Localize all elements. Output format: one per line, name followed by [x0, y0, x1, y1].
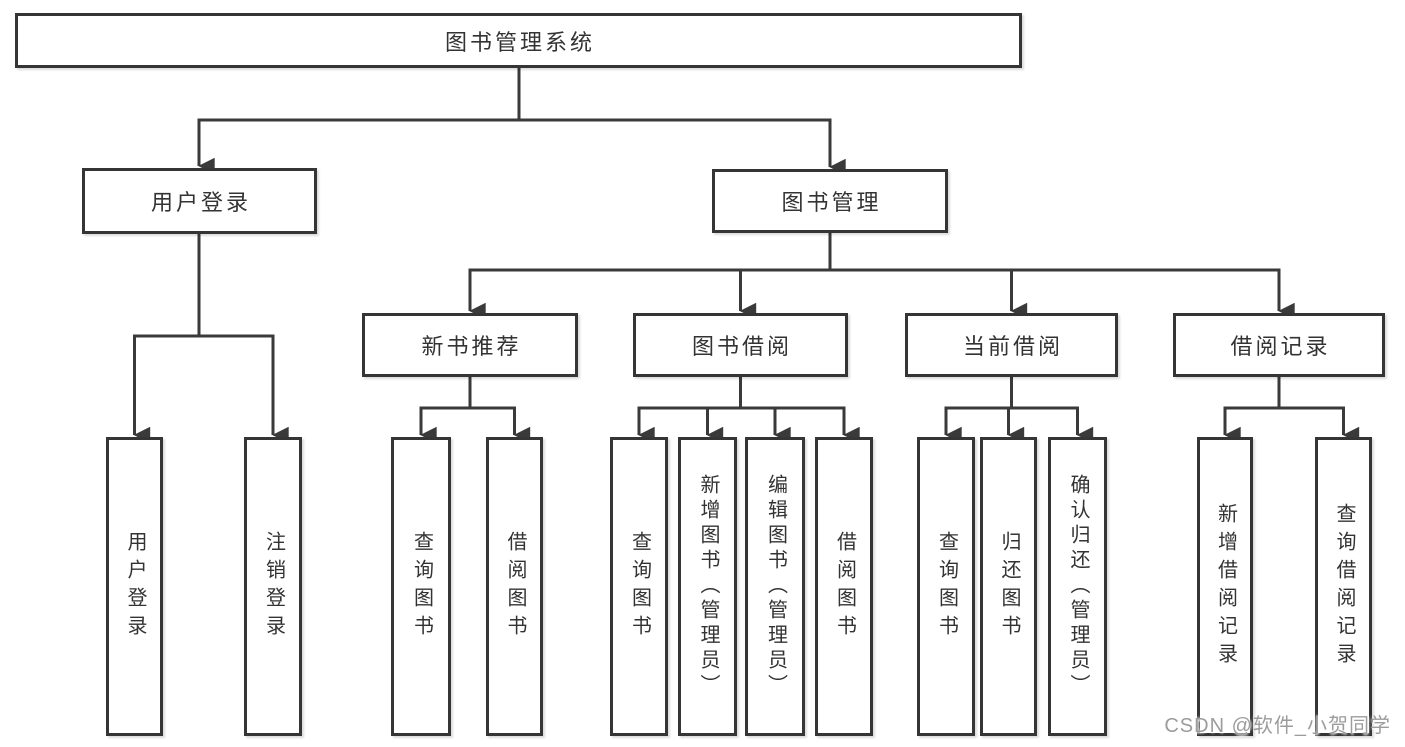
- node-user-login: 用户登录: [82, 168, 317, 234]
- leaf-borrow-books-2: 借阅图书: [815, 437, 873, 736]
- leaf-query-books-1: 查询图书: [391, 437, 451, 736]
- leaf-label: 注销登录: [262, 530, 285, 643]
- node-label: 图书管理: [781, 190, 882, 215]
- node-label: 当前借阅: [962, 334, 1063, 359]
- leaf-label: 查询借阅记录: [1333, 502, 1355, 671]
- leaf-label: 新增借阅记录: [1214, 502, 1237, 671]
- node-root-library-management-system: 图书管理系统: [15, 13, 1022, 68]
- leaf-label: 新增图书（管理员）: [697, 474, 719, 699]
- node-label: 新书推荐: [421, 334, 522, 359]
- leaf-label: 归还图书: [998, 530, 1020, 643]
- leaf-confirm-return-admin: 确认归还（管理员）: [1048, 437, 1107, 736]
- node-label: 图书借阅: [691, 334, 792, 359]
- leaf-label: 借阅图书: [504, 530, 526, 643]
- leaf-label: 查询图书: [410, 530, 433, 643]
- node-current-borrowing: 当前借阅: [905, 313, 1118, 377]
- leaf-edit-book-admin: 编辑图书（管理员）: [745, 437, 805, 736]
- leaf-label: 借阅图书: [833, 530, 856, 643]
- node-label: 借阅记录: [1230, 334, 1331, 359]
- leaf-borrow-books-1: 借阅图书: [486, 437, 543, 736]
- node-label: 用户登录: [150, 190, 251, 215]
- leaf-query-books-2: 查询图书: [610, 437, 668, 736]
- csdn-watermark: CSDN @软件_小贺同学: [1164, 715, 1391, 737]
- node-new-book-recommend: 新书推荐: [362, 313, 578, 377]
- leaf-return-books: 归还图书: [980, 437, 1037, 736]
- leaf-add-borrow-record: 新增借阅记录: [1197, 437, 1253, 736]
- leaf-label: 确认归还（管理员）: [1067, 474, 1089, 699]
- leaf-add-book-admin: 新增图书（管理员）: [678, 437, 737, 736]
- leaf-query-borrow-record: 查询借阅记录: [1315, 437, 1372, 736]
- leaf-label: 查询图书: [628, 530, 651, 643]
- leaf-query-books-3: 查询图书: [917, 437, 975, 736]
- leaf-label: 查询图书: [935, 530, 958, 643]
- leaf-label: 用户登录: [124, 530, 146, 643]
- leaf-user-login: 用户登录: [106, 437, 163, 736]
- node-label: 图书管理系统: [444, 29, 595, 55]
- node-book-management: 图书管理: [712, 169, 948, 233]
- leaf-logout: 注销登录: [244, 437, 302, 736]
- node-book-borrowing: 图书借阅: [633, 313, 848, 377]
- node-borrowing-records: 借阅记录: [1173, 313, 1385, 377]
- leaf-label: 编辑图书（管理员）: [764, 474, 787, 699]
